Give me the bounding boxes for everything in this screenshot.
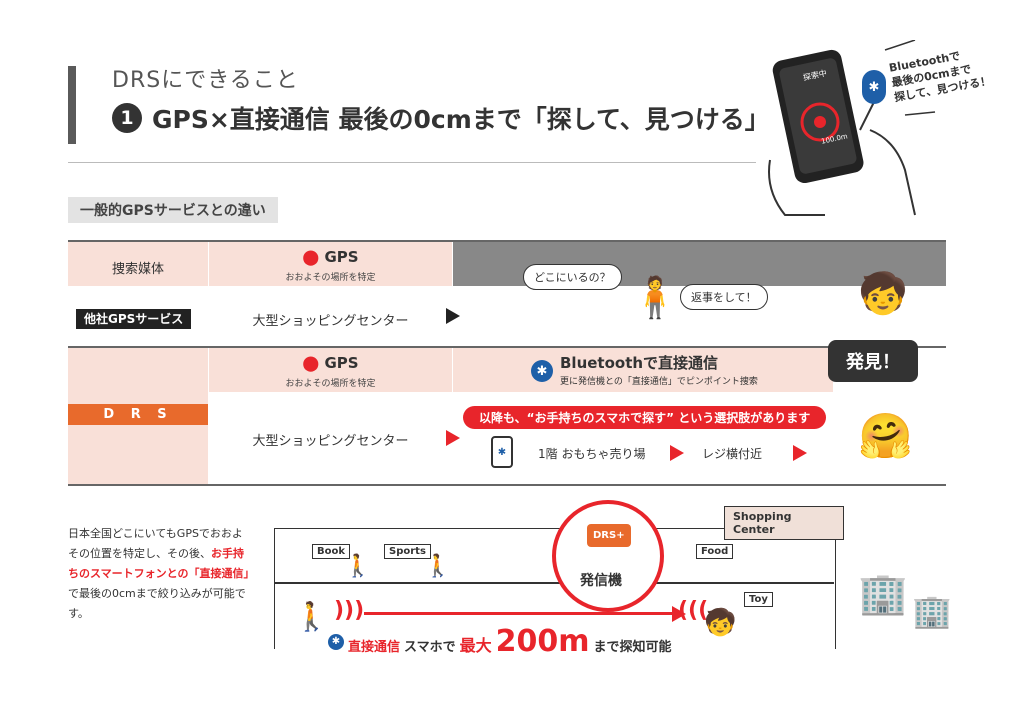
description-text: 日本全国どこにいてもGPSでおおよその位置を特定し、その後、お手持ちのスマートフ… <box>68 524 255 624</box>
caption-distance: 200m <box>495 624 590 659</box>
device-label: 発信機 <box>580 573 622 589</box>
outside-building-icon: 🏢 <box>912 592 952 630</box>
gps-header-cell <box>209 242 452 286</box>
signal-wave-icon: ))) <box>334 598 365 623</box>
desc-highlight: お手持ちのスマートフォンとの「直接通信」 <box>68 547 255 580</box>
reunited-family-icon: 🤗 <box>858 411 913 462</box>
table-top-line <box>68 240 946 242</box>
shopping-center-illustration: Shopping Center Book Sports Food Toy DRS… <box>274 500 844 650</box>
speech-bubble-reply: 返事をして！ <box>680 284 768 310</box>
header-label: 捜索媒体 <box>111 262 164 277</box>
arrow-right-icon <box>793 445 807 461</box>
signal-wave-icon: ((( <box>678 598 709 623</box>
found-badge: 発見！ <box>828 340 918 382</box>
arrow-right-icon <box>672 606 686 622</box>
other-service-badge-wrap: 他社GPSサービス <box>76 308 192 329</box>
drs-gps-subtitle: おおよその場所を特定 <box>285 379 376 389</box>
location-pin-icon: ⬤ <box>302 248 320 266</box>
worried-parent-icon: 🧍 <box>630 275 680 321</box>
bluetooth-icon: ✱ <box>328 633 344 650</box>
range-caption: ✱ 直接通信 スマホで 最大 200m まで探知可能 <box>328 624 672 659</box>
building-outline <box>274 528 836 649</box>
bt-header-cell <box>453 348 833 392</box>
gps-title: GPS <box>324 248 359 266</box>
parent-searching-icon: 🚶 <box>294 600 329 633</box>
caption-max: 最大 <box>459 636 492 655</box>
drs-gps-title: GPS <box>324 354 359 372</box>
arrow-right-icon <box>670 445 684 461</box>
child-with-transmitter-icon: 🧒 <box>704 608 737 638</box>
page-subtitle: DRSにできること <box>112 68 299 93</box>
shopper-icon: 🚶 <box>344 554 372 579</box>
table-bottom-line <box>68 484 946 486</box>
arrow-right-icon <box>446 308 460 324</box>
drs-gps-cell <box>209 348 452 392</box>
store-tag-sports: Sports <box>384 544 431 559</box>
other-location: 大型ショッピングセンター <box>252 314 409 329</box>
section-label: 一般的GPSサービスとの違い <box>68 197 278 223</box>
store-tag-food: Food <box>696 544 734 559</box>
floor-location: 1階 おもちゃ売り場 <box>538 447 646 461</box>
bluetooth-icon: ✱ <box>531 360 553 382</box>
number-badge: 1 <box>112 103 142 133</box>
crying-child-icon: 🧒 <box>858 271 908 317</box>
speech-bubble-where: どこにいるの？ <box>523 264 622 290</box>
bt-title: Bluetoothで直接通信 <box>560 354 719 372</box>
promo-illustration: 探索中 100.0m ✱ Bluetoothで 最後の0cmまで 探して、見つけ… <box>765 39 995 220</box>
register-location: レジ横付近 <box>702 447 763 461</box>
outside-building-icon: 🏢 <box>858 571 908 617</box>
page-title: 1 GPS×直接通信 最後の0cmまで「探して、見つける」 <box>112 100 770 136</box>
transmitter-circle <box>552 500 664 612</box>
arrow-right-icon <box>446 430 460 446</box>
hand-phone-illustration <box>768 39 936 216</box>
store-tag-book: Book <box>312 544 351 559</box>
drs-gps-header: ⬤ GPS <box>209 354 452 372</box>
shopping-center-tag: Shopping Center <box>724 506 844 540</box>
bt-subtitle: 更に発信機との「直接通信」でピンポイント捜索 <box>560 377 758 387</box>
header-label-cell <box>68 242 208 286</box>
desc-part-1: 日本全国どこにいてもGPSでおおよその位置を特定し、その後、 <box>68 527 243 560</box>
desc-part-2: で最後の0cmまで絞り込みが可能です。 <box>68 587 246 620</box>
title-accent-bar <box>68 66 76 144</box>
caption-end: まで探知可能 <box>593 640 672 655</box>
drs-badge: D R S <box>68 404 208 425</box>
gps-subtitle: おおよその場所を特定 <box>285 273 376 283</box>
signal-arrow-line <box>364 612 674 615</box>
option-pill: 以降も、“お手持ちのスマホで探す” という選択肢があります <box>463 406 827 429</box>
smartphone-icon: ✱ <box>491 436 513 468</box>
caption-mid: スマホで <box>404 640 456 655</box>
floor-line <box>274 582 834 584</box>
bluetooth-icon: ✱ <box>862 70 886 104</box>
location-pin-icon: ⬤ <box>302 354 320 372</box>
other-service-badge: 他社GPSサービス <box>76 309 192 329</box>
header-divider <box>68 162 756 163</box>
page-title-text: GPS×直接通信 最後の0cmまで「探して、見つける」 <box>152 105 770 134</box>
bluetooth-icon: ✱ <box>497 446 507 458</box>
gps-header: ⬤ GPS <box>209 248 452 266</box>
store-tag-toy: Toy <box>744 592 773 607</box>
table-mid-line <box>68 346 946 348</box>
shopper-icon: 🚶 <box>424 554 452 579</box>
drs-location: 大型ショッピングセンター <box>252 434 409 449</box>
caption-direct: 直接通信 <box>348 640 401 655</box>
drs-transmitter-chip: DRS+ <box>587 524 631 547</box>
comparison-table: 捜索媒体 ⬤ GPS おおよその場所を特定 他社GPSサービス 大型ショッピング… <box>68 240 946 486</box>
